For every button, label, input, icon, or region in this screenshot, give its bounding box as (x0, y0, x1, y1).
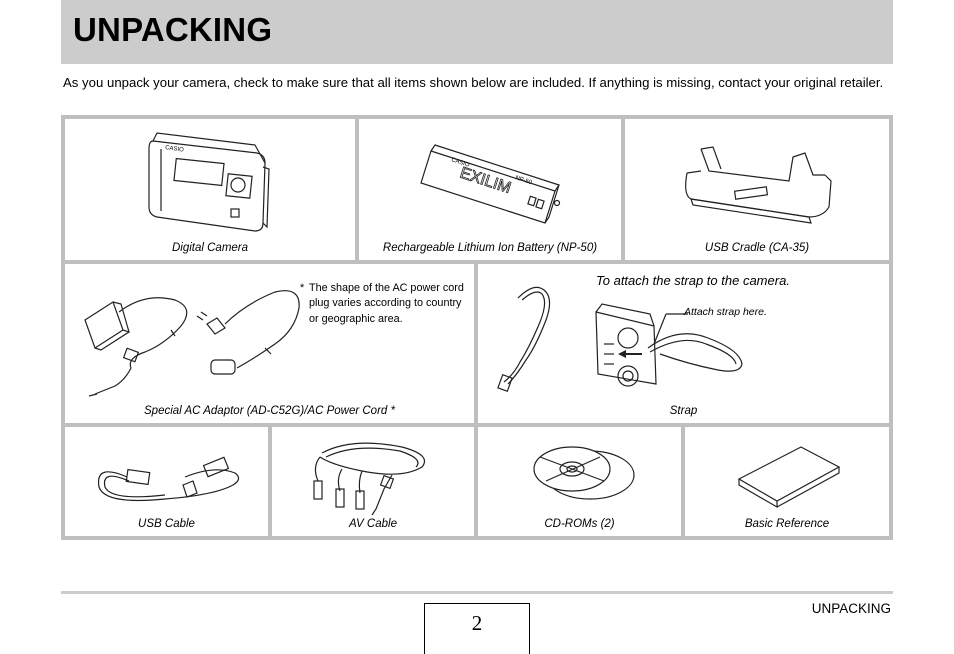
digital-camera-caption: Digital Camera (171, 242, 249, 254)
basic-reference-caption: Basic Reference (744, 518, 830, 530)
item-basic-reference: Basic Reference (685, 427, 889, 536)
intro-paragraph: As you unpack your camera, check to make… (63, 75, 884, 90)
usb-cable-caption: USB Cable (138, 518, 195, 530)
note-text: The shape of the AC power cord plug vari… (309, 282, 464, 325)
page-number-box: 2 (424, 603, 530, 654)
battery-caption: Rechargeable Lithium Ion Battery (NP-50) (382, 242, 598, 254)
strap-illustration (497, 286, 743, 393)
basic-reference-illustration (737, 446, 841, 509)
battery-model-text: NP-50 (514, 175, 533, 186)
battery-illustration: CASIO EXILIM NP-50 (420, 144, 561, 224)
camera-brand-text: CASIO (165, 145, 185, 154)
item-usb-cable: USB Cable (65, 427, 268, 536)
item-battery: CASIO EXILIM NP-50 Rechargeable Lithium … (359, 119, 621, 260)
items-grid: CASIO Digital Camera CASIO EXILIM NP-50 … (61, 115, 893, 540)
usb-cradle-caption: USB Cradle (CA-35) (704, 242, 810, 254)
usb-cable-illustration (97, 456, 240, 502)
page-number: 2 (471, 611, 483, 635)
item-usb-cradle: USB Cradle (CA-35) (625, 119, 889, 260)
footer-section-label: UNPACKING (811, 601, 891, 616)
battery-brand-text: CASIO (450, 157, 470, 169)
cd-roms-illustration (533, 446, 635, 500)
av-cable-caption: AV Cable (349, 518, 397, 530)
item-ac-adaptor: * The shape of the AC power cord plug va… (65, 264, 474, 423)
item-cd-roms: CD-ROMs (2) (478, 427, 681, 536)
battery-logo-text: EXILIM (458, 165, 513, 197)
note-asterisk: * (300, 282, 305, 294)
digital-camera-illustration: CASIO (148, 132, 270, 232)
strap-caption: Strap (669, 405, 698, 417)
strap-attach-callout: Attach strap here. (684, 306, 767, 318)
ac-plug-note: * The shape of the AC power cord plug va… (300, 281, 469, 327)
item-digital-camera: CASIO Digital Camera (65, 119, 355, 260)
item-av-cable: AV Cable (272, 427, 474, 536)
item-strap: To attach the strap to the camera. (478, 264, 889, 423)
ac-adaptor-illustration (84, 290, 300, 397)
strap-instruction-title: To attach the strap to the camera. (596, 273, 790, 288)
usb-cradle-illustration (685, 146, 832, 224)
page-title: UNPACKING (73, 11, 273, 48)
footer-rule (61, 591, 893, 594)
av-cable-illustration (313, 442, 426, 516)
cd-roms-caption: CD-ROMs (2) (544, 518, 615, 530)
ac-adaptor-caption: Special AC Adaptor (AD-C52G)/AC Power Co… (144, 405, 395, 417)
page-header: UNPACKING (61, 0, 893, 64)
